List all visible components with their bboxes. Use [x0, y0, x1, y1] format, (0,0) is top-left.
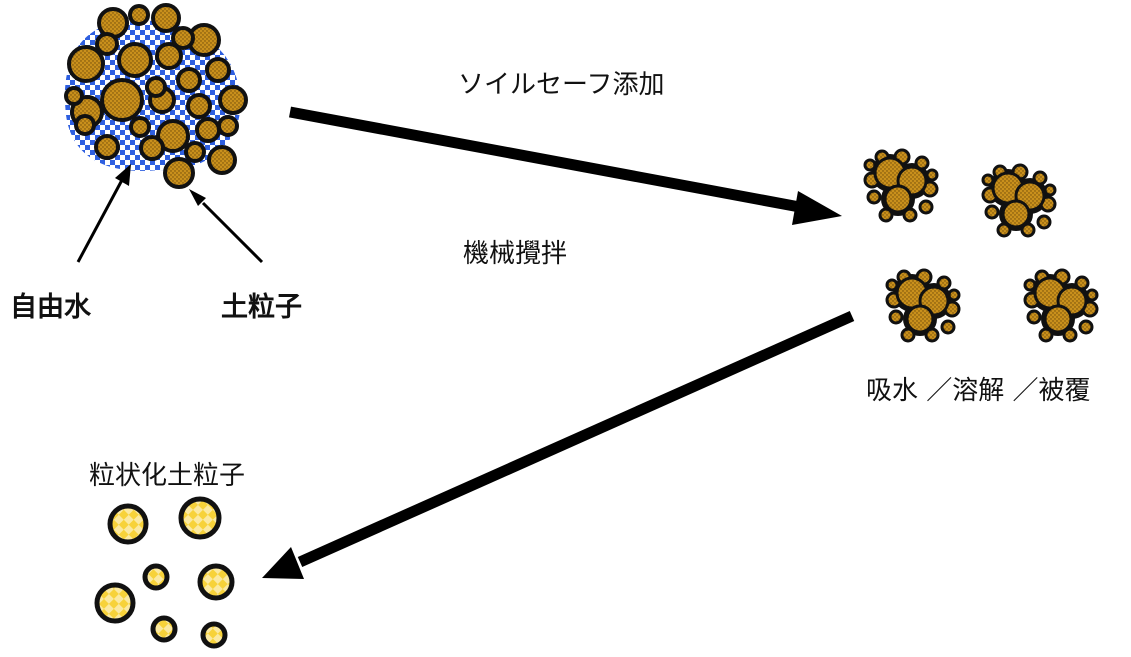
- soil-aggregate: [863, 148, 939, 223]
- soil-particle: [207, 145, 237, 175]
- process-arrow-granulation: [262, 310, 855, 579]
- soil-particle: [924, 327, 940, 343]
- soil-particle: [885, 278, 899, 292]
- granulated-soil-particles-icon: [94, 496, 235, 649]
- soil-particle: [1062, 327, 1078, 343]
- soil-particle: [67, 45, 105, 83]
- soil-particle: [902, 207, 918, 223]
- soil-particle: [171, 26, 195, 50]
- soil-particle: [905, 304, 935, 334]
- soil-particle: [984, 204, 1000, 220]
- soil-particle: [863, 158, 877, 172]
- process-label: 吸水 ／溶解 ／被覆: [866, 376, 1091, 406]
- soil-particle: [218, 85, 248, 115]
- soil-particle: [184, 141, 206, 163]
- process-arrow-additive: [288, 106, 842, 225]
- coated-soil-aggregates-icon: [863, 148, 1099, 343]
- soil-particle: [151, 3, 181, 33]
- soil-particle: [139, 135, 165, 161]
- free-water-label: 自由水: [10, 292, 91, 323]
- soil-particle: [883, 184, 913, 214]
- soil-particle: [74, 114, 96, 136]
- soil-particle: [129, 116, 151, 138]
- soil-particle: [186, 93, 212, 119]
- pointer-arrow-free-water: [76, 164, 131, 263]
- soil-particle: [914, 155, 930, 171]
- soil-particle: [205, 57, 231, 83]
- granule: [150, 615, 178, 643]
- granule: [200, 621, 228, 649]
- soil-particle: [888, 309, 904, 325]
- soil-aggregate: [1023, 268, 1099, 343]
- soil-particle: [128, 4, 150, 26]
- granule: [142, 563, 170, 591]
- soil-particle: [1032, 170, 1048, 186]
- soil-particle: [155, 42, 183, 70]
- soil-aggregate: [981, 163, 1057, 238]
- soil-particle: [163, 157, 195, 189]
- soil-particle: [1078, 319, 1094, 335]
- soil-particle: [981, 173, 995, 187]
- soil-particle: [866, 189, 882, 205]
- pointer-arrow-soil-particle: [189, 189, 264, 264]
- soil-particle: [900, 327, 916, 343]
- soil-particle: [1085, 288, 1099, 302]
- soil-particle: [1036, 214, 1052, 230]
- soil-particle: [1001, 199, 1031, 229]
- soil-particle: [1023, 278, 1037, 292]
- mixing-label: 機械攪拌: [463, 239, 568, 269]
- soil-particle: [947, 288, 961, 302]
- soil-particle: [1038, 327, 1054, 343]
- soil-particle: [1074, 275, 1090, 291]
- soil-particle: [1020, 222, 1036, 238]
- soil-particle-clump-with-free-water-icon: [64, 3, 248, 189]
- soil-particle: [936, 275, 952, 291]
- soil-particle: [176, 67, 202, 93]
- soil-particle: [940, 319, 956, 335]
- soil-particle: [918, 199, 934, 215]
- soil-particle-label: 土粒子: [221, 292, 302, 323]
- granulated-label: 粒状化土粒子: [89, 461, 246, 491]
- granule: [178, 496, 222, 540]
- soil-particle: [100, 78, 144, 122]
- soil-particle: [117, 42, 153, 78]
- soil-particle: [217, 115, 239, 137]
- soil-particle: [195, 117, 221, 143]
- soil-particle: [156, 119, 190, 153]
- soil-particle: [878, 207, 894, 223]
- soil-particle: [145, 76, 167, 98]
- soil-particle: [1043, 183, 1057, 197]
- soil-particle: [94, 134, 120, 160]
- additive-label: ソイルセーフ添加: [458, 70, 665, 100]
- soil-particle: [64, 86, 84, 106]
- granule: [94, 582, 136, 624]
- soil-particle: [1043, 304, 1073, 334]
- soil-particle: [996, 222, 1012, 238]
- granule: [107, 503, 149, 545]
- soil-particle: [1026, 309, 1042, 325]
- granule: [197, 563, 235, 601]
- soil-aggregate: [885, 268, 961, 343]
- soil-particle: [925, 168, 939, 182]
- soil-particle: [95, 32, 119, 56]
